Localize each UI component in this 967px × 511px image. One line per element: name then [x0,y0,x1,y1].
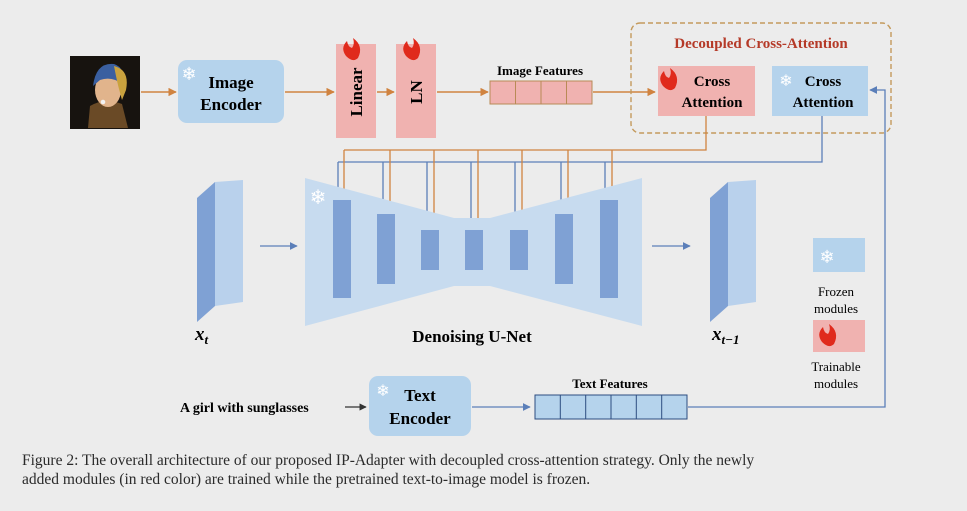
unet-layer-bar [465,230,483,270]
legend-frozen-swatch [813,238,865,272]
output-latent-xt-1: xt−1 [710,180,756,347]
flame-icon [343,38,361,61]
xt-symbol: x [194,324,205,345]
text-encoder-label-2: Encoder [389,409,451,428]
xt-1-subscript: t−1 [722,332,740,347]
input-latent-xt: xt [194,180,243,347]
linear-block: Linear [336,38,376,138]
flame-icon [403,38,421,61]
snowflake-icon: ❄ [779,73,792,90]
xt-1-symbol: x [711,324,722,345]
svg-text:xt: xt [194,324,209,347]
legend-frozen-label-2: modules [814,301,858,316]
unet-layer-bar [377,214,395,284]
input-portrait-image [70,56,140,129]
image-features-block: Image Features [489,63,593,105]
unet-layer-bar [600,200,618,298]
snowflake-icon: ❄ [819,247,834,267]
legend-frozen-label-1: Frozen [818,284,855,299]
prompt-text: A girl with sunglasses [180,401,309,416]
ln-label: LN [407,79,426,103]
ln-block: LN [396,38,436,138]
figure-caption: Figure 2: The overall architecture of ou… [22,451,952,489]
unet-layer-bar [421,230,439,270]
decoupled-title: Decoupled Cross-Attention [674,36,848,52]
flame-icon [819,324,837,347]
caption-line-1: Figure 2: The overall architecture of ou… [22,452,755,469]
linear-label: Linear [347,67,366,117]
architecture-diagram: ❄ Image Encoder Linear LN Image Features… [70,22,892,436]
cross-attention-frozen-label-1: Cross [805,74,842,90]
cross-attention-frozen-label-2: Attention [793,95,854,111]
svg-text:xt−1: xt−1 [711,324,740,347]
cross-attention-trainable-label-1: Cross [694,74,731,90]
image-features-label: Image Features [497,63,583,78]
snowflake-icon: ❄ [310,187,327,209]
denoising-unet: ❄ Denoising U-Net [305,178,642,346]
image-encoder-block: ❄ Image Encoder [178,60,284,123]
text-encoder-label-1: Text [404,386,436,405]
caption-line-2: added modules (in red color) are trained… [22,471,591,488]
image-encoder-label-1: Image [208,73,254,92]
decoupled-cross-attention-group: Decoupled Cross-Attention Cross Attentio… [630,22,892,134]
cross-attention-distribution-lines [334,116,823,228]
snowflake-icon: ❄ [181,64,196,84]
cross-attention-trainable-label-2: Attention [682,95,743,111]
snowflake-icon: ❄ [376,383,389,400]
unet-layer-bar [333,200,351,298]
legend-trainable-label-2: modules [814,376,858,391]
unet-layer-bar [510,230,528,270]
unet-label: Denoising U-Net [412,327,532,346]
text-branch: A girl with sunglasses ❄ Text Encoder Te… [180,86,886,436]
text-features-label: Text Features [572,376,647,391]
image-encoder-label-2: Encoder [200,95,262,114]
xt-subscript: t [205,332,209,347]
flame-icon [660,68,678,91]
legend: ❄ Frozen modules Trainable modules [811,238,865,391]
unet-layer-bar [555,214,573,284]
legend-trainable-label-1: Trainable [811,359,861,374]
